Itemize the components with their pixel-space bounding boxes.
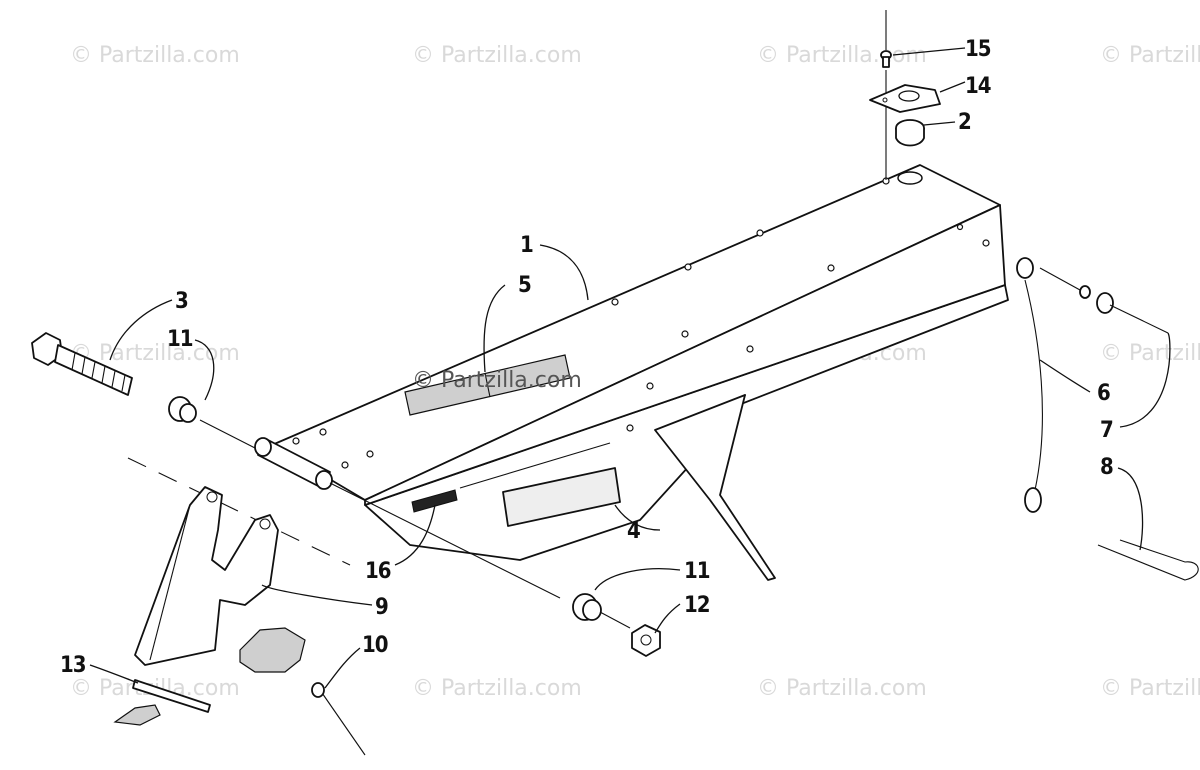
chassis-part [271,164,1009,581]
callout-14: 14 [965,74,991,99]
watermark: © Partzilla.com [1100,341,1200,366]
clip-part [1097,539,1199,581]
callout-6: 6 [1097,381,1110,406]
bracket-part [134,486,279,666]
callout-4: 4 [627,519,640,544]
callout-16: 16 [365,559,391,584]
callout-15: 15 [965,37,991,62]
bushing-lower [572,593,602,621]
bolt-part [31,332,133,396]
plate-part [869,84,941,113]
callouts: 1 2 3 4 5 6 7 8 9 10 11 11 12 13 14 15 1… [60,37,1114,678]
callout-5: 5 [518,273,531,298]
callout-7: 7 [1100,418,1113,443]
rivet-top-part [880,10,892,68]
watermark: © Partzilla.com [412,676,582,701]
callout-9: 9 [375,595,388,620]
grommet-part [895,119,925,147]
cable-part [1016,257,1043,513]
bushing-part [168,396,197,423]
callout-11b: 11 [684,559,710,584]
watermark: © Partzilla.com [1100,43,1200,68]
callout-11a: 11 [167,327,193,352]
callout-10: 10 [362,633,388,658]
tube-part [254,437,333,490]
callout-2: 2 [958,110,971,135]
rivet-part [311,682,366,756]
axis-lines [127,70,1081,629]
watermark: © Partzilla.com [757,676,927,701]
callout-13: 13 [60,653,86,678]
watermark-center: © Partzilla.com [412,368,582,393]
callout-12: 12 [684,593,710,618]
watermark: © Partzilla.com [1100,676,1200,701]
watermarks: © Partzilla.com © Partzilla.com © Partzi… [70,43,1200,701]
strip-part [113,679,211,726]
callout-3: 3 [175,289,188,314]
watermark: © Partzilla.com [757,43,927,68]
watermark: © Partzilla.com [412,43,582,68]
callout-8: 8 [1100,455,1113,480]
cutaway-part [239,627,306,673]
leader-lines [89,47,1171,689]
nut-part [631,624,661,657]
callout-1: 1 [520,233,533,258]
watermark: © Partzilla.com [70,43,240,68]
pin-part [1079,285,1169,334]
